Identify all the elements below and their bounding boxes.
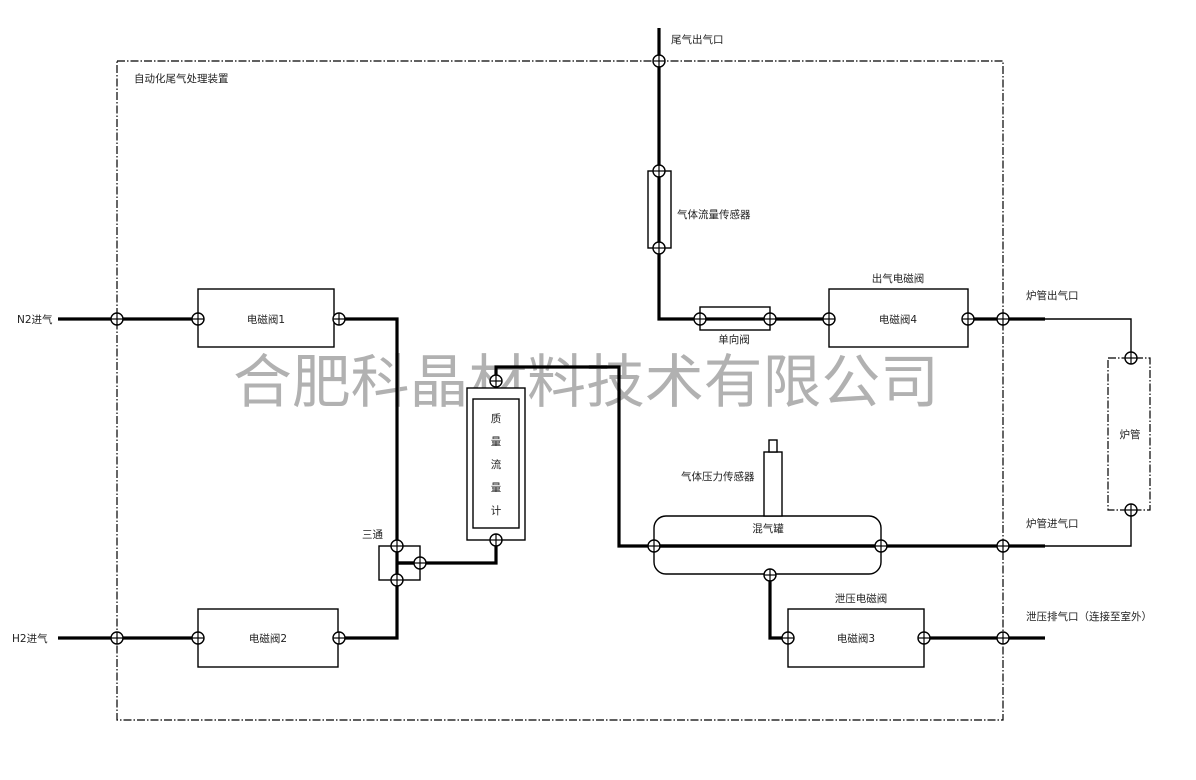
pressure-sensor-tip (768, 439, 778, 453)
check-valve-label: 单向阀 (718, 333, 750, 346)
pipe-valve1-to-tee (334, 317, 399, 546)
valve-4[interactable]: 电磁阀4 出气电磁阀 (828, 272, 969, 348)
mfc-char: 量 (491, 436, 502, 448)
connector-marker (874, 539, 888, 553)
flow-sensor[interactable]: 气体流量传感器 (647, 170, 751, 249)
connector-marker (191, 631, 205, 645)
mfc-inner (472, 398, 520, 529)
connector-marker (652, 241, 666, 255)
vent-outlet-label: 泄压排气口（连接至室外） (1026, 610, 1152, 623)
connector-marker (489, 533, 503, 547)
mfc-char: 计 (491, 504, 502, 517)
valve-2-label: 电磁阀2 (249, 632, 287, 645)
pipe-tee-to-mfc (420, 540, 498, 565)
connector-marker (191, 312, 205, 326)
connector-marker (781, 631, 795, 645)
pipe-tank-to-valve3 (768, 575, 788, 640)
connector-marker (996, 312, 1010, 326)
pipe-valve4-to-exhaust (657, 28, 829, 321)
connector-marker (390, 573, 404, 587)
check-valve[interactable]: 单向阀 (699, 306, 771, 346)
valve-4-body (828, 288, 969, 348)
furnace-tube[interactable]: 炉管 (1107, 357, 1151, 511)
connector-marker (1124, 503, 1138, 517)
connector-marker (489, 374, 503, 388)
connector-marker (961, 312, 975, 326)
system-boundary (116, 60, 1004, 721)
connector-marker (996, 539, 1010, 553)
valve-4-label: 电磁阀4 (879, 313, 917, 326)
tube-out-label: 炉管出气口 (1026, 289, 1079, 302)
mfc-char: 质 (491, 413, 502, 425)
furnace-tube-label: 炉管 (1120, 428, 1141, 441)
connector-marker (652, 54, 666, 68)
n2-inlet-label: N2进气 (17, 313, 53, 326)
mfc-char: 流 (491, 458, 502, 471)
pressure-sensor[interactable]: 气体压力传感器 (681, 439, 783, 517)
connector-marker (647, 539, 661, 553)
connectors (110, 54, 1138, 645)
connector-marker (1124, 351, 1138, 365)
connector-marker (332, 312, 346, 326)
connector-marker (652, 164, 666, 178)
mass-flow-meter[interactable]: 质 量 流 量 计 (466, 387, 526, 541)
mfc-char: 量 (491, 482, 502, 494)
connector-marker (110, 631, 124, 645)
boundary-title: 自动化尾气处理装置 (134, 72, 229, 85)
connector-marker (110, 312, 124, 326)
tee-label: 三通 (362, 529, 383, 541)
valve-3-title: 泄压电磁阀 (835, 592, 888, 605)
pressure-sensor-body (763, 451, 783, 517)
valve-4-title: 出气电磁阀 (872, 272, 925, 285)
connector-marker (822, 312, 836, 326)
valve-1-label: 电磁阀1 (247, 313, 285, 326)
tube-in-label: 炉管进气口 (1026, 517, 1079, 530)
pipe-valve2-to-tee (334, 580, 399, 640)
watermark: 合肥科晶材料技术有限公司 (233, 348, 939, 416)
exhaust-outlet-label: 尾气出气口 (671, 33, 724, 46)
valve-3-label: 电磁阀3 (837, 632, 875, 645)
mix-tank[interactable]: 混气罐 (653, 515, 882, 575)
connector-marker (390, 539, 404, 553)
line-tube-out (1045, 318, 1132, 358)
valve-1-body (197, 288, 335, 348)
connector-marker (996, 631, 1010, 645)
connector-marker (413, 556, 427, 570)
connector-marker (332, 631, 346, 645)
pressure-sensor-label: 气体压力传感器 (681, 470, 755, 483)
line-tube-in (1045, 510, 1132, 547)
connector-marker (763, 568, 777, 582)
connector-marker (763, 312, 777, 326)
flow-sensor-label: 气体流量传感器 (677, 208, 751, 221)
mix-tank-label: 混气罐 (752, 522, 784, 535)
connector-marker (917, 631, 931, 645)
valve-1[interactable]: 电磁阀1 (197, 288, 335, 348)
connector-marker (693, 312, 707, 326)
h2-inlet-label: H2进气 (12, 632, 48, 645)
valve-3[interactable]: 电磁阀3 泄压电磁阀 (787, 592, 925, 668)
valve-3-body (787, 608, 925, 668)
valve-2[interactable]: 电磁阀2 (197, 608, 339, 668)
